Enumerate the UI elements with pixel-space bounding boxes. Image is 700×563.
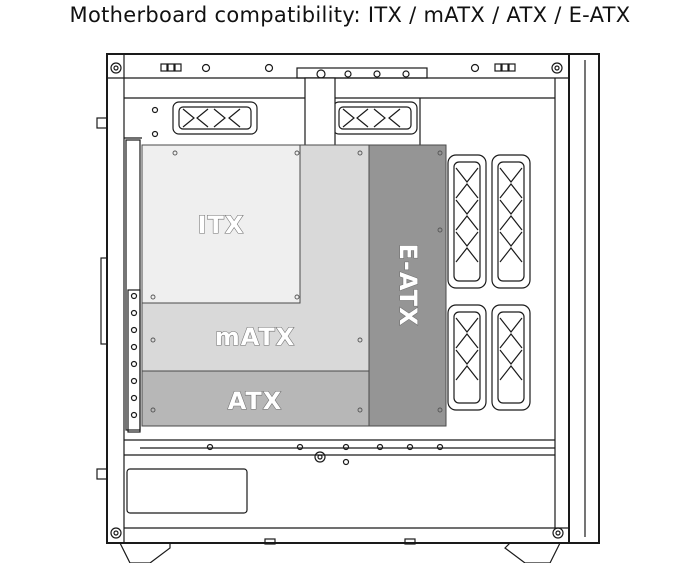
diagram-title: Motherboard compatibility: ITX / mATX / … <box>69 3 631 27</box>
standoff-holes <box>150 150 443 413</box>
atx-label: ATX <box>228 387 283 415</box>
psu-shroud <box>124 439 555 514</box>
front-fan-mounts <box>447 154 531 411</box>
top-fixtures <box>110 62 563 79</box>
matx-label: mATX <box>215 323 296 351</box>
motherboard-tray <box>124 98 421 145</box>
case-feet <box>119 542 561 563</box>
cable-bracket <box>304 77 336 147</box>
bottom-fixtures <box>110 527 564 545</box>
itx-label: ITX <box>198 211 245 239</box>
eatx-label: E-ATX <box>394 244 422 327</box>
expansion-slots <box>127 289 141 433</box>
rear-io-parts <box>96 117 141 480</box>
top-fan-mounts <box>172 101 418 135</box>
front-panel <box>568 53 600 544</box>
itx-board-area <box>141 144 301 304</box>
